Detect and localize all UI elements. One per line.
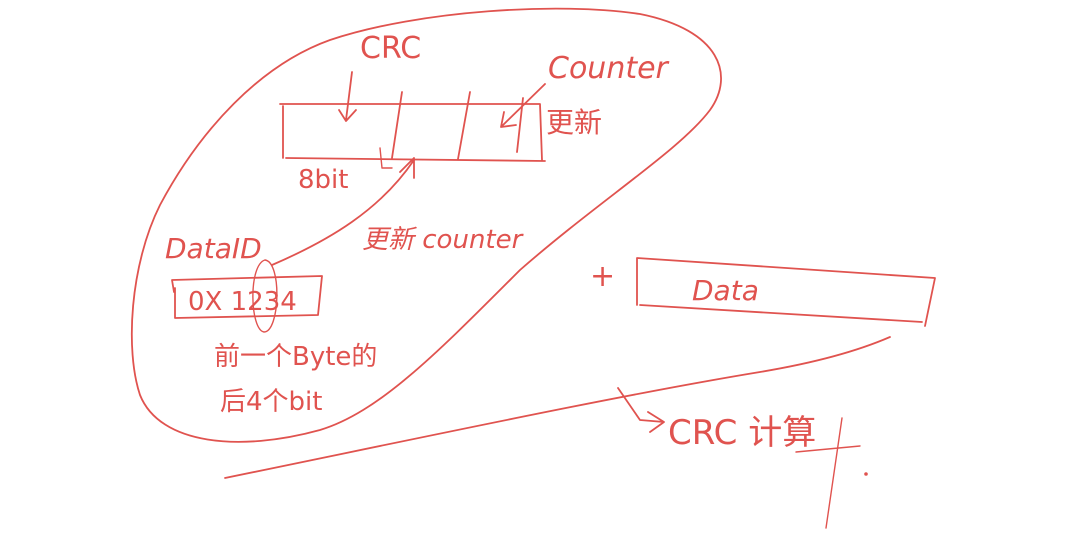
update-counter-arrow: [271, 157, 415, 266]
crc-counter-box: [279, 103, 546, 162]
label-data-id: DataID: [165, 232, 262, 265]
crc-arrow: [338, 71, 357, 122]
label-plus: +: [590, 259, 615, 294]
box-divider-1: [391, 91, 403, 159]
counter-arrow: [500, 83, 546, 128]
label-8bit: 8bit: [298, 165, 348, 195]
label-crc: CRC: [360, 31, 421, 66]
label-counter: Counter: [548, 51, 670, 86]
data-box: [636, 257, 936, 327]
bit-bracket: [379, 147, 393, 169]
enclosing-loop: [130, 7, 722, 443]
label-note-line2: 后4个bit: [220, 387, 322, 417]
calc-cross-line: [795, 445, 861, 453]
label-data: Data: [692, 274, 759, 307]
label-data-id-value: 0X 1234: [188, 287, 297, 317]
bottom-sweep-line: [224, 336, 891, 479]
label-note-line1: 前一个Byte的: [214, 342, 377, 372]
ink-dot: [864, 472, 868, 476]
label-update-counter: 更新 counter: [362, 225, 525, 255]
label-counter-update: 更新: [546, 106, 602, 139]
data-id-box: [171, 275, 323, 319]
crc-calc-arrow: [617, 387, 665, 433]
digit-circle: [252, 259, 278, 333]
label-crc-calc: CRC 计算: [668, 413, 816, 453]
calc-strike-line: [825, 417, 843, 529]
box-divider-2: [457, 91, 471, 160]
